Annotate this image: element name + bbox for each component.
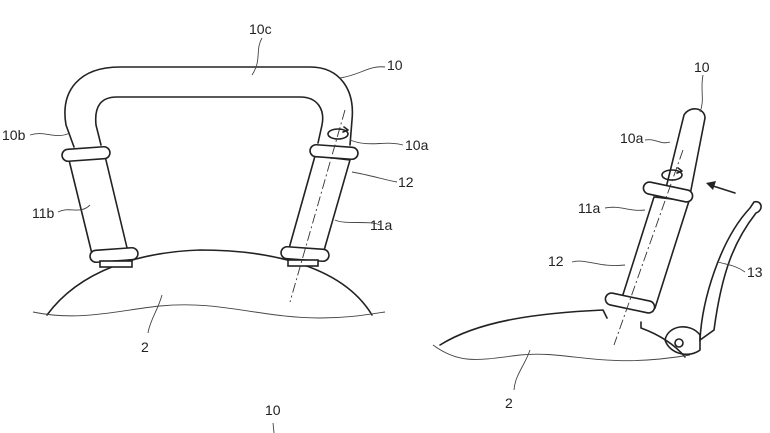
base-body-right <box>439 309 608 346</box>
footer-label-10: 10 <box>265 402 281 418</box>
direction-arrow-icon <box>706 181 736 194</box>
label-10a-right: 10a <box>620 130 644 146</box>
label-11b: 11b <box>32 205 55 221</box>
rotation-axis-left <box>289 109 346 303</box>
base-body-left-bottom <box>32 304 386 319</box>
handle-outer <box>64 66 354 148</box>
label-13: 13 <box>747 264 763 280</box>
label-10c: 10c <box>249 21 272 37</box>
label-2-right: 2 <box>505 395 513 411</box>
label-2-left: 2 <box>141 339 149 355</box>
right-grip <box>280 143 359 267</box>
right-figure: 10 10a 11a 12 13 2 <box>432 59 763 411</box>
label-12-left: 12 <box>398 174 414 190</box>
label-10a-left: 10a <box>405 137 429 153</box>
base-body-right-bottom <box>432 344 691 362</box>
left-grip <box>61 145 139 268</box>
label-11a-right: 11a <box>578 200 601 216</box>
label-12-right: 12 <box>548 253 564 269</box>
lever-13 <box>664 200 762 356</box>
rotation-axis-right <box>613 149 684 346</box>
handle-inner <box>94 96 324 146</box>
label-11a-left: 11a <box>370 217 393 233</box>
rotation-arrow-icon <box>327 126 349 140</box>
base-body-left <box>46 249 373 316</box>
label-10-right: 10 <box>694 59 710 75</box>
left-figure: 10c 10 10b 10a 12 11b 11a 2 <box>2 21 429 355</box>
rotation-arrow-icon-right <box>661 167 683 181</box>
label-10b: 10b <box>2 127 26 143</box>
label-10-left: 10 <box>387 57 403 73</box>
pivot-icon <box>674 338 684 348</box>
